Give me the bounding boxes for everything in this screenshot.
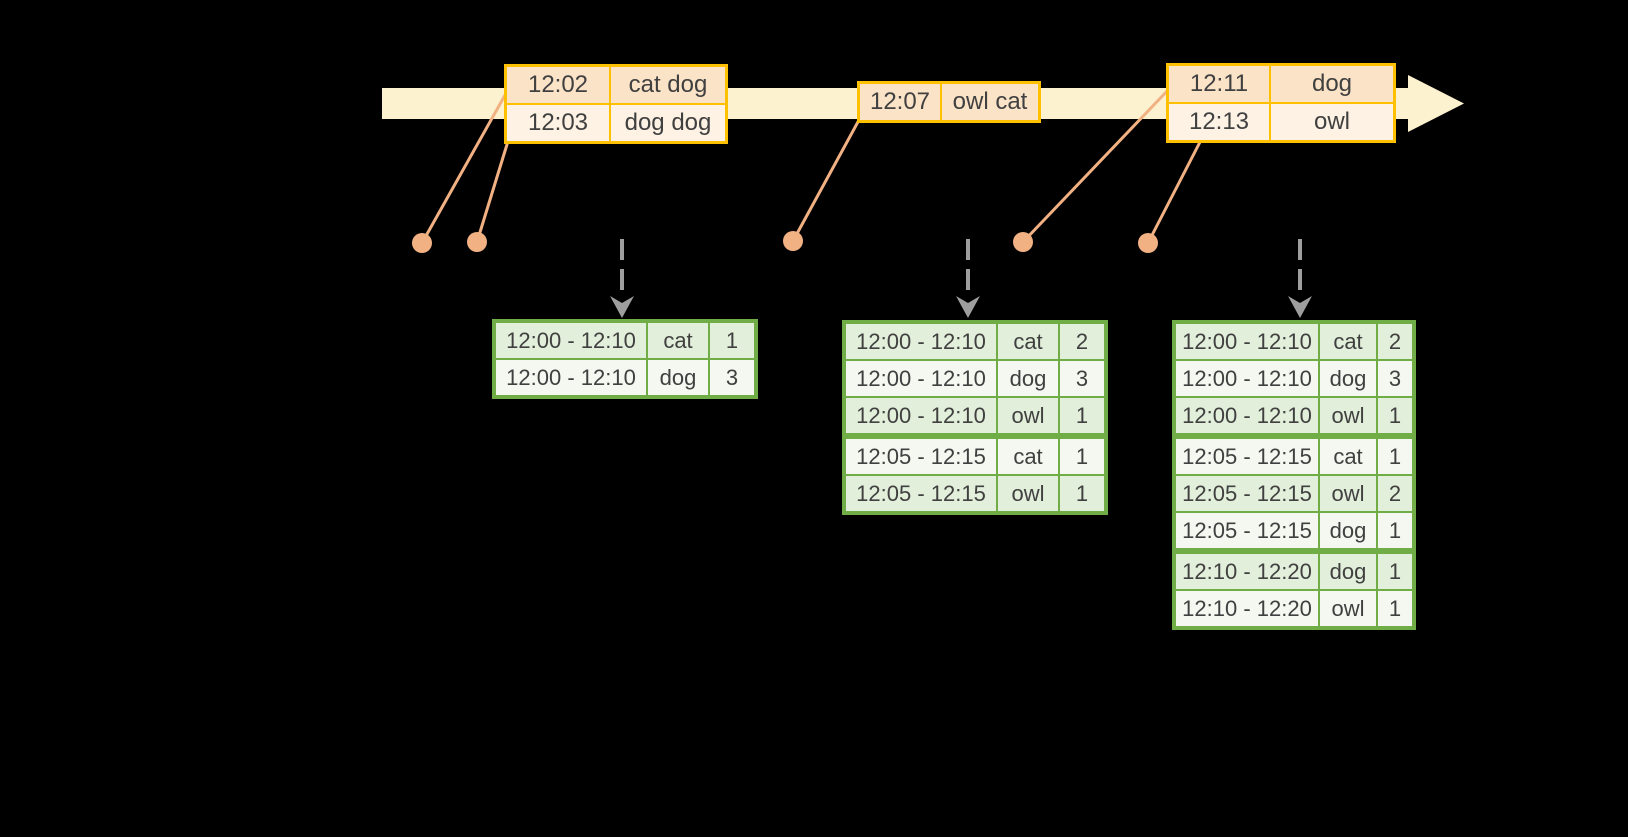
connector-line [420, 87, 511, 244]
window-cell: 12:05 - 12:15 [846, 439, 996, 474]
count-cell: 1 [1378, 398, 1412, 433]
connector-line [1021, 86, 1172, 244]
window-cell: 12:10 - 12:20 [1176, 591, 1318, 626]
window-cell: 12:00 - 12:10 [1176, 324, 1318, 359]
count-cell: 1 [1378, 439, 1412, 474]
window-cell: 12:00 - 12:10 [1176, 398, 1318, 433]
count-cell: 3 [1378, 361, 1412, 396]
event-dot [1138, 233, 1158, 253]
window-cell: 12:00 - 12:10 [496, 360, 646, 395]
time-cell: 12:03 [507, 105, 609, 141]
word-cell: dog [998, 361, 1058, 396]
event-dot [783, 231, 803, 251]
window-cell: 12:05 - 12:15 [1176, 476, 1318, 511]
trigger-arrowhead-icon [610, 296, 634, 318]
window-cell: 12:00 - 12:10 [846, 324, 996, 359]
window-cell: 12:05 - 12:15 [1176, 513, 1318, 548]
time-cell: 12:02 [507, 67, 609, 103]
words-cell: dog [1271, 66, 1393, 102]
word-cell: cat [998, 439, 1058, 474]
count-cell: 1 [1378, 513, 1412, 548]
trigger-arrowhead-icon [1288, 296, 1312, 318]
count-cell: 3 [710, 360, 754, 395]
words-cell: owl cat [942, 84, 1038, 120]
word-cell: owl [998, 476, 1058, 511]
trigger-arrowhead-icon [956, 296, 980, 318]
window-cell: 12:00 - 12:10 [846, 361, 996, 396]
word-cell: dog [1320, 513, 1376, 548]
word-cell: cat [998, 324, 1058, 359]
count-cell: 1 [710, 323, 754, 358]
count-cell: 2 [1060, 324, 1104, 359]
count-cell: 2 [1378, 476, 1412, 511]
connector-line [791, 119, 861, 242]
count-cell: 1 [1060, 476, 1104, 511]
count-cell: 1 [1378, 554, 1412, 589]
window-cell: 12:05 - 12:15 [1176, 439, 1318, 474]
event-dot [412, 233, 432, 253]
words-cell: cat dog [611, 67, 725, 103]
word-cell: dog [648, 360, 708, 395]
time-cell: 12:13 [1169, 104, 1269, 140]
window-cell: 12:05 - 12:15 [846, 476, 996, 511]
word-cell: owl [1320, 591, 1376, 626]
window-cell: 12:10 - 12:20 [1176, 554, 1318, 589]
event-dot [1013, 232, 1033, 252]
count-cell: 1 [1378, 591, 1412, 626]
window-cell: 12:00 - 12:10 [846, 398, 996, 433]
time-cell: 12:11 [1169, 66, 1269, 102]
word-cell: dog [1320, 361, 1376, 396]
word-cell: cat [1320, 439, 1376, 474]
time-cell: 12:07 [860, 84, 940, 120]
word-cell: owl [998, 398, 1058, 433]
word-cell: cat [1320, 324, 1376, 359]
words-cell: owl [1271, 104, 1393, 140]
window-cell: 12:00 - 12:10 [496, 323, 646, 358]
count-cell: 1 [1060, 398, 1104, 433]
words-cell: dog dog [611, 105, 725, 141]
word-cell: cat [648, 323, 708, 358]
connector-line [1146, 141, 1202, 244]
connector-line [475, 137, 511, 243]
word-cell: dog [1320, 554, 1376, 589]
window-cell: 12:00 - 12:10 [1176, 361, 1318, 396]
count-cell: 2 [1378, 324, 1412, 359]
event-dot [467, 232, 487, 252]
count-cell: 3 [1060, 361, 1104, 396]
word-cell: owl [1320, 398, 1376, 433]
word-cell: owl [1320, 476, 1376, 511]
count-cell: 1 [1060, 439, 1104, 474]
timeline-arrowhead-icon [1408, 75, 1464, 132]
